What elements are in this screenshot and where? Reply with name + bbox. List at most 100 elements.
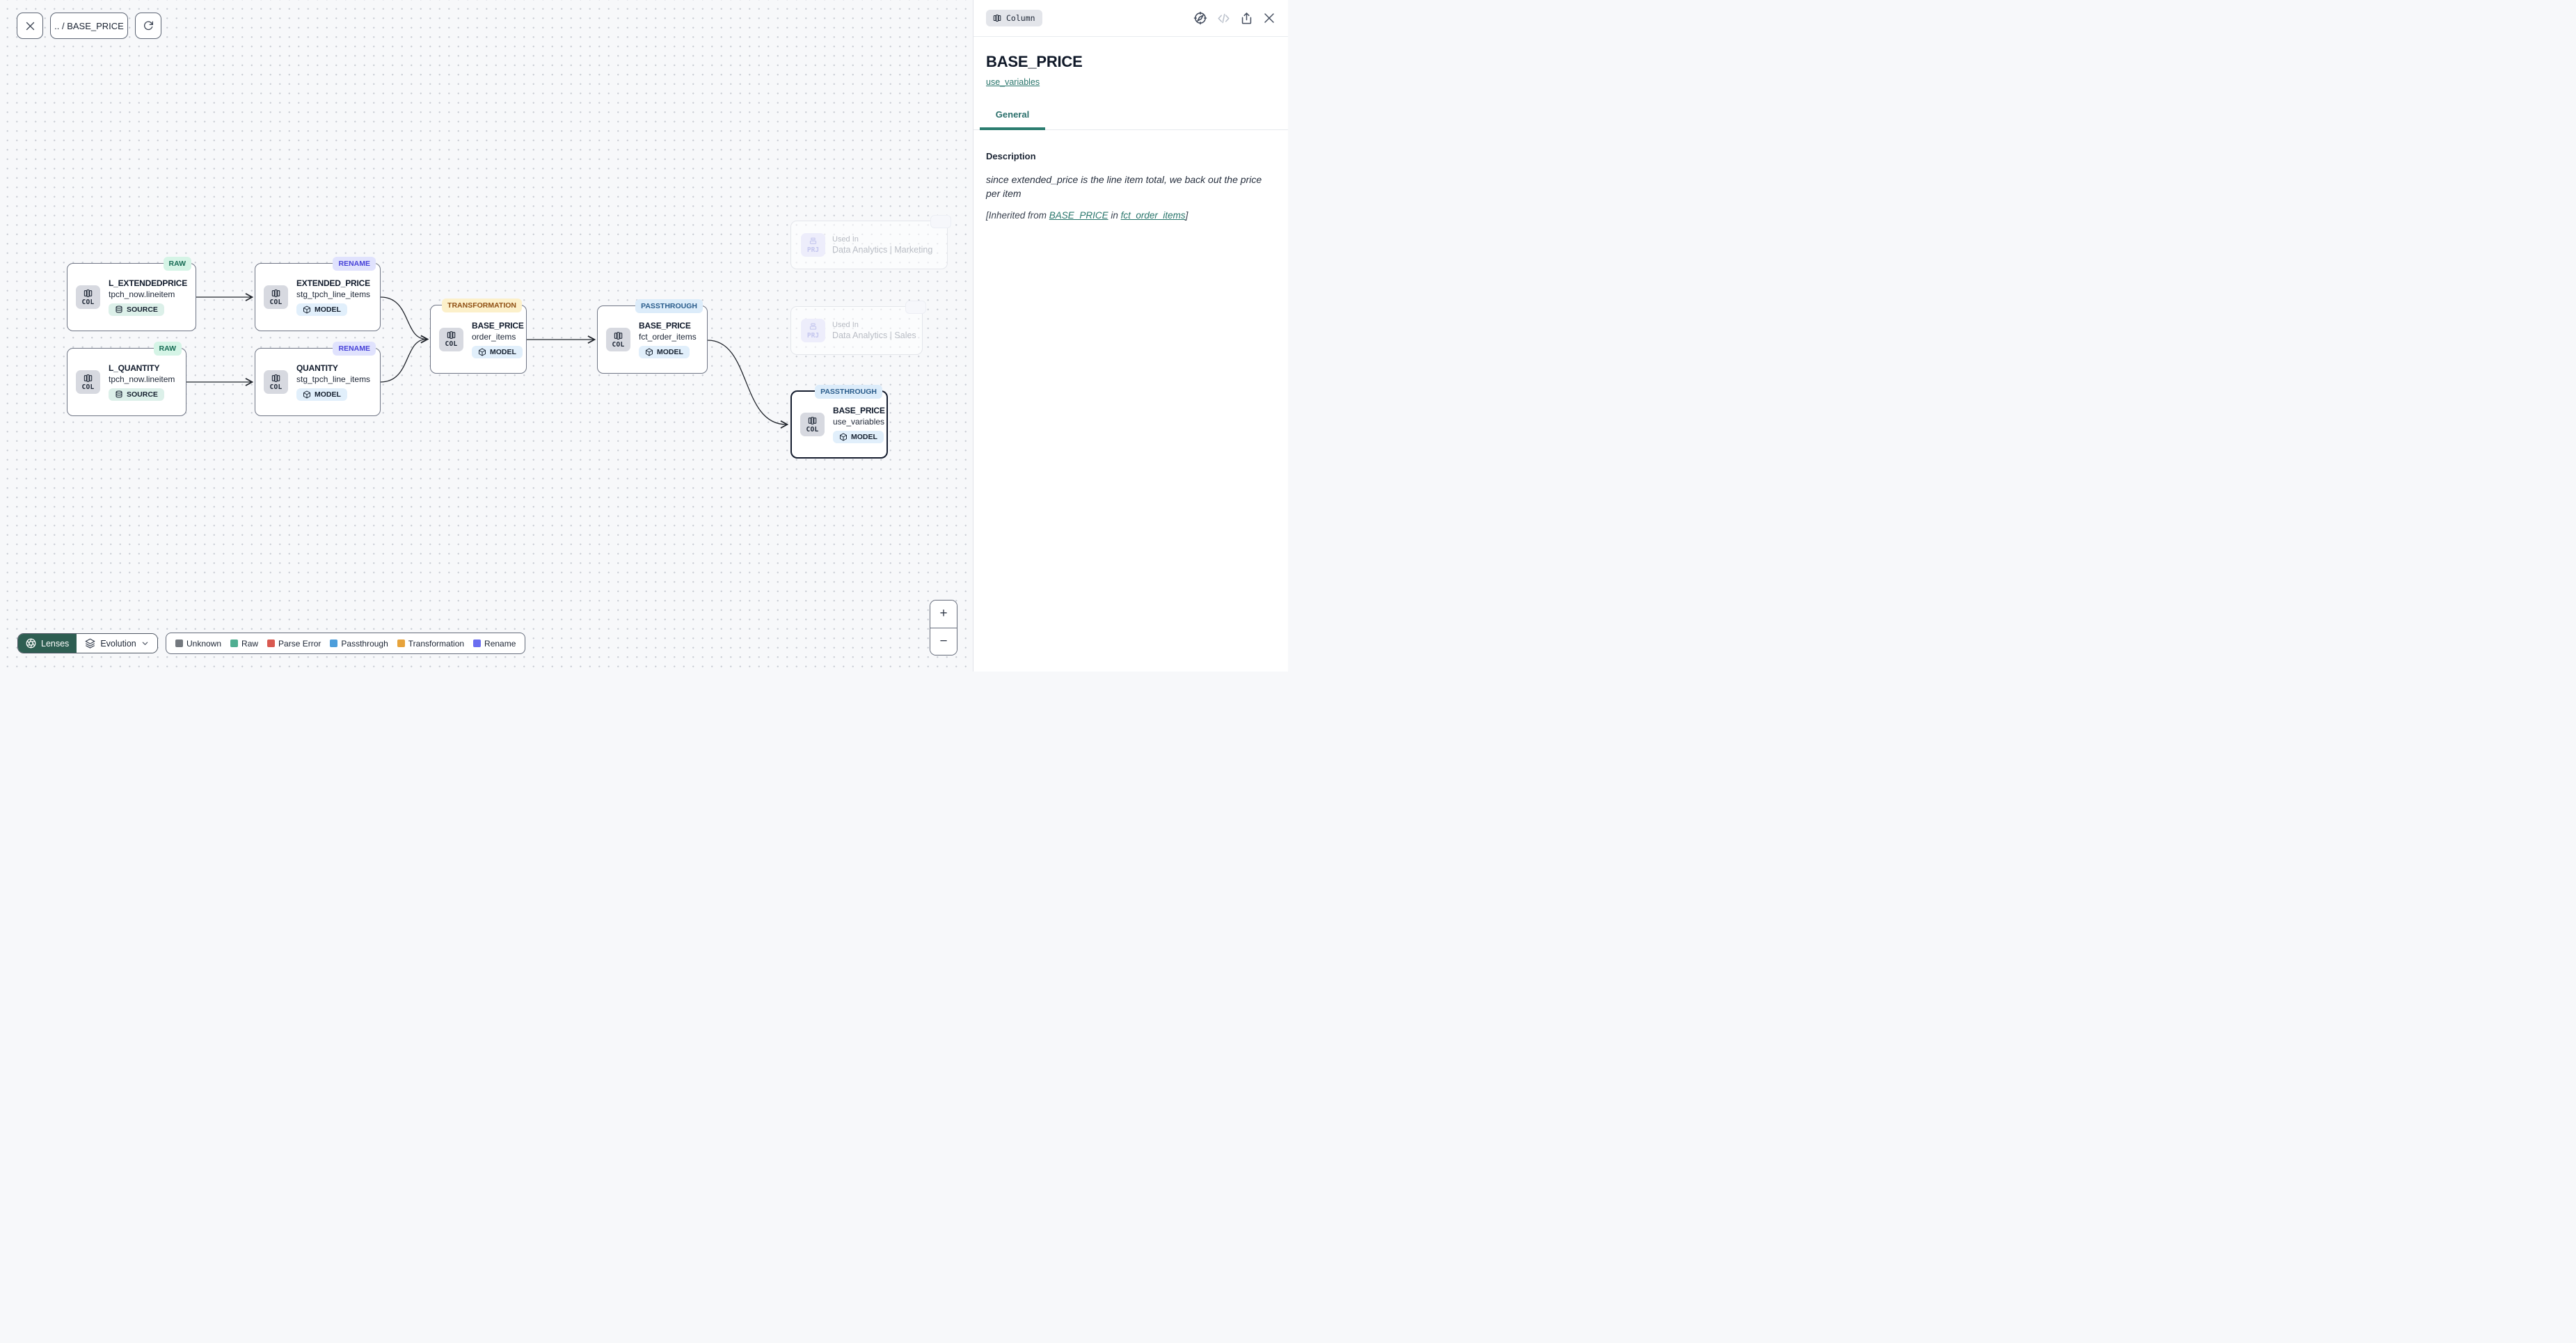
edge (707, 340, 786, 424)
node-title: BASE_PRICE (833, 406, 885, 415)
compass-icon (1193, 11, 1207, 25)
lineage-node-extended-price[interactable]: RENAME COL EXTENDED_PRICE stg_tpch_line_… (255, 257, 381, 331)
breadcrumb-label: .. / BASE_PRICE (54, 20, 124, 31)
node-subtitle: tpch_now.lineitem (109, 374, 175, 384)
inherited-column-link[interactable]: BASE_PRICE (1049, 209, 1108, 221)
used-in-node-marketing[interactable]: PRJ Used In Data Analytics | Marketing (790, 215, 951, 269)
breadcrumb[interactable]: .. / BASE_PRICE (50, 13, 128, 39)
aperture-icon (26, 638, 36, 649)
used-in-name: Data Analytics | Sales (832, 331, 916, 340)
database-icon (116, 305, 122, 313)
lineage-node-base-price-fct-order-items[interactable]: PASSTHROUGH COL BASE_PRICE fct_order_ite… (597, 299, 708, 374)
cube-icon (646, 348, 653, 356)
node-subtitle: stg_tpch_line_items (296, 374, 371, 384)
chip-label: PRJ (806, 246, 820, 254)
legend-item: Raw (230, 639, 258, 649)
model-link[interactable]: use_variables (986, 77, 1040, 87)
close-graph-button[interactable] (17, 13, 43, 39)
lineage-node-base-price-order-items[interactable]: TRANSFORMATION COL BASE_PRICE order_item… (430, 299, 527, 374)
inherited-model-link[interactable]: fct_order_items (1120, 209, 1186, 221)
lenses-label: Lenses (41, 638, 70, 649)
explore-button[interactable] (1193, 11, 1207, 25)
stack-icon (809, 323, 817, 330)
lineage-node-base-price-use-variables[interactable]: PASSTHROUGH COL BASE_PRICE use_variables… (790, 385, 888, 459)
legend-swatch (175, 639, 183, 647)
used-in-node-sales[interactable]: PRJ Used In Data Analytics | Sales (790, 301, 926, 355)
chip-label: COL (612, 340, 625, 349)
database-icon (116, 390, 122, 398)
columns-icon (614, 331, 623, 340)
node-subtitle: tpch_now.lineitem (109, 289, 175, 299)
refresh-icon (143, 21, 153, 31)
legend-item: Passthrough (330, 639, 388, 649)
chevron-down-icon (142, 642, 148, 645)
close-icon (26, 22, 34, 30)
entity-type-badge: Column (986, 10, 1042, 26)
lineage-node-l-quantity[interactable]: RAW COL L_QUANTITY tpch_now.lineitem SOU… (67, 342, 186, 416)
chip-label: COL (806, 425, 819, 434)
share-button[interactable] (1240, 12, 1253, 25)
node-title: BASE_PRICE (639, 321, 691, 331)
chip-label: COL (445, 340, 458, 348)
code-icon (1218, 13, 1230, 23)
used-in-name: Data Analytics | Marketing (832, 245, 933, 255)
panel-header: Column (973, 0, 1288, 37)
lineage-node-l-extendedprice[interactable]: RAW COL L_EXTENDEDPRICE tpch_now.lineite… (67, 257, 196, 331)
zoom-controls: + − (930, 600, 957, 655)
lineage-node-quantity[interactable]: RENAME COL QUANTITY stg_tpch_line_items … (255, 342, 381, 416)
chip-label: COL (81, 383, 95, 391)
lineage-app: .. / BASE_PRICE RAW COL L_EXTENDEDPRICE … (0, 0, 1288, 672)
code-button[interactable] (1217, 12, 1230, 25)
node-category-badge: TRANSFORMATION (442, 299, 522, 312)
edge (380, 296, 427, 340)
refresh-button[interactable] (135, 13, 161, 39)
detail-panel: Column BASE_PRICE use_variables Gener (973, 0, 1288, 672)
ghost-badge (930, 215, 951, 228)
panel-tabs: General (973, 109, 1288, 130)
description-heading: Description (986, 151, 1036, 161)
project-chip: PRJ (801, 233, 825, 257)
node-category-badge: RENAME (333, 257, 376, 271)
column-chip: COL (606, 328, 630, 351)
chip-label: COL (269, 298, 283, 306)
edge (380, 340, 427, 383)
node-kind-badge: MODEL (296, 303, 347, 316)
columns-icon (447, 331, 456, 339)
lens-select[interactable]: Evolution (77, 634, 157, 653)
columns-icon (271, 289, 280, 297)
node-subtitle: fct_order_items (639, 332, 697, 342)
tab-general[interactable]: General (980, 109, 1045, 130)
layers-icon (85, 638, 95, 649)
node-title: L_EXTENDEDPRICE (109, 278, 188, 288)
node-kind-badge: MODEL (296, 388, 347, 401)
node-kind-badge: MODEL (472, 345, 523, 358)
lenses-button[interactable]: Lenses (18, 634, 77, 653)
node-title: EXTENDED_PRICE (296, 278, 370, 288)
lens-value: Evolution (100, 638, 136, 649)
node-kind-badge: SOURCE (109, 303, 164, 316)
chip-label: COL (81, 298, 95, 306)
column-chip: COL (264, 285, 288, 309)
cube-icon (479, 348, 486, 356)
columns-icon (84, 289, 93, 297)
zoom-out-button[interactable]: − (930, 627, 957, 655)
columns-icon (84, 374, 93, 382)
panel-actions (1193, 11, 1275, 25)
used-in-label: Used In (832, 321, 859, 329)
node-category-badge: RAW (163, 257, 191, 271)
description-text: since extended_price is the line item to… (986, 174, 1262, 200)
used-in-label: Used In (832, 235, 859, 244)
node-title: BASE_PRICE (472, 320, 524, 331)
column-chip: COL (264, 370, 288, 394)
column-chip: COL (800, 413, 825, 436)
zoom-in-button[interactable]: + (930, 601, 957, 628)
legend-swatch (330, 639, 338, 647)
node-category-badge: RENAME (333, 342, 376, 356)
column-chip: COL (76, 370, 100, 394)
legend-swatch (397, 639, 405, 647)
column-chip: COL (76, 285, 100, 309)
cube-icon (840, 433, 847, 441)
close-panel-button[interactable] (1263, 12, 1275, 24)
node-subtitle: use_variables (833, 417, 885, 427)
node-category-badge: PASSTHROUGH (815, 385, 882, 399)
